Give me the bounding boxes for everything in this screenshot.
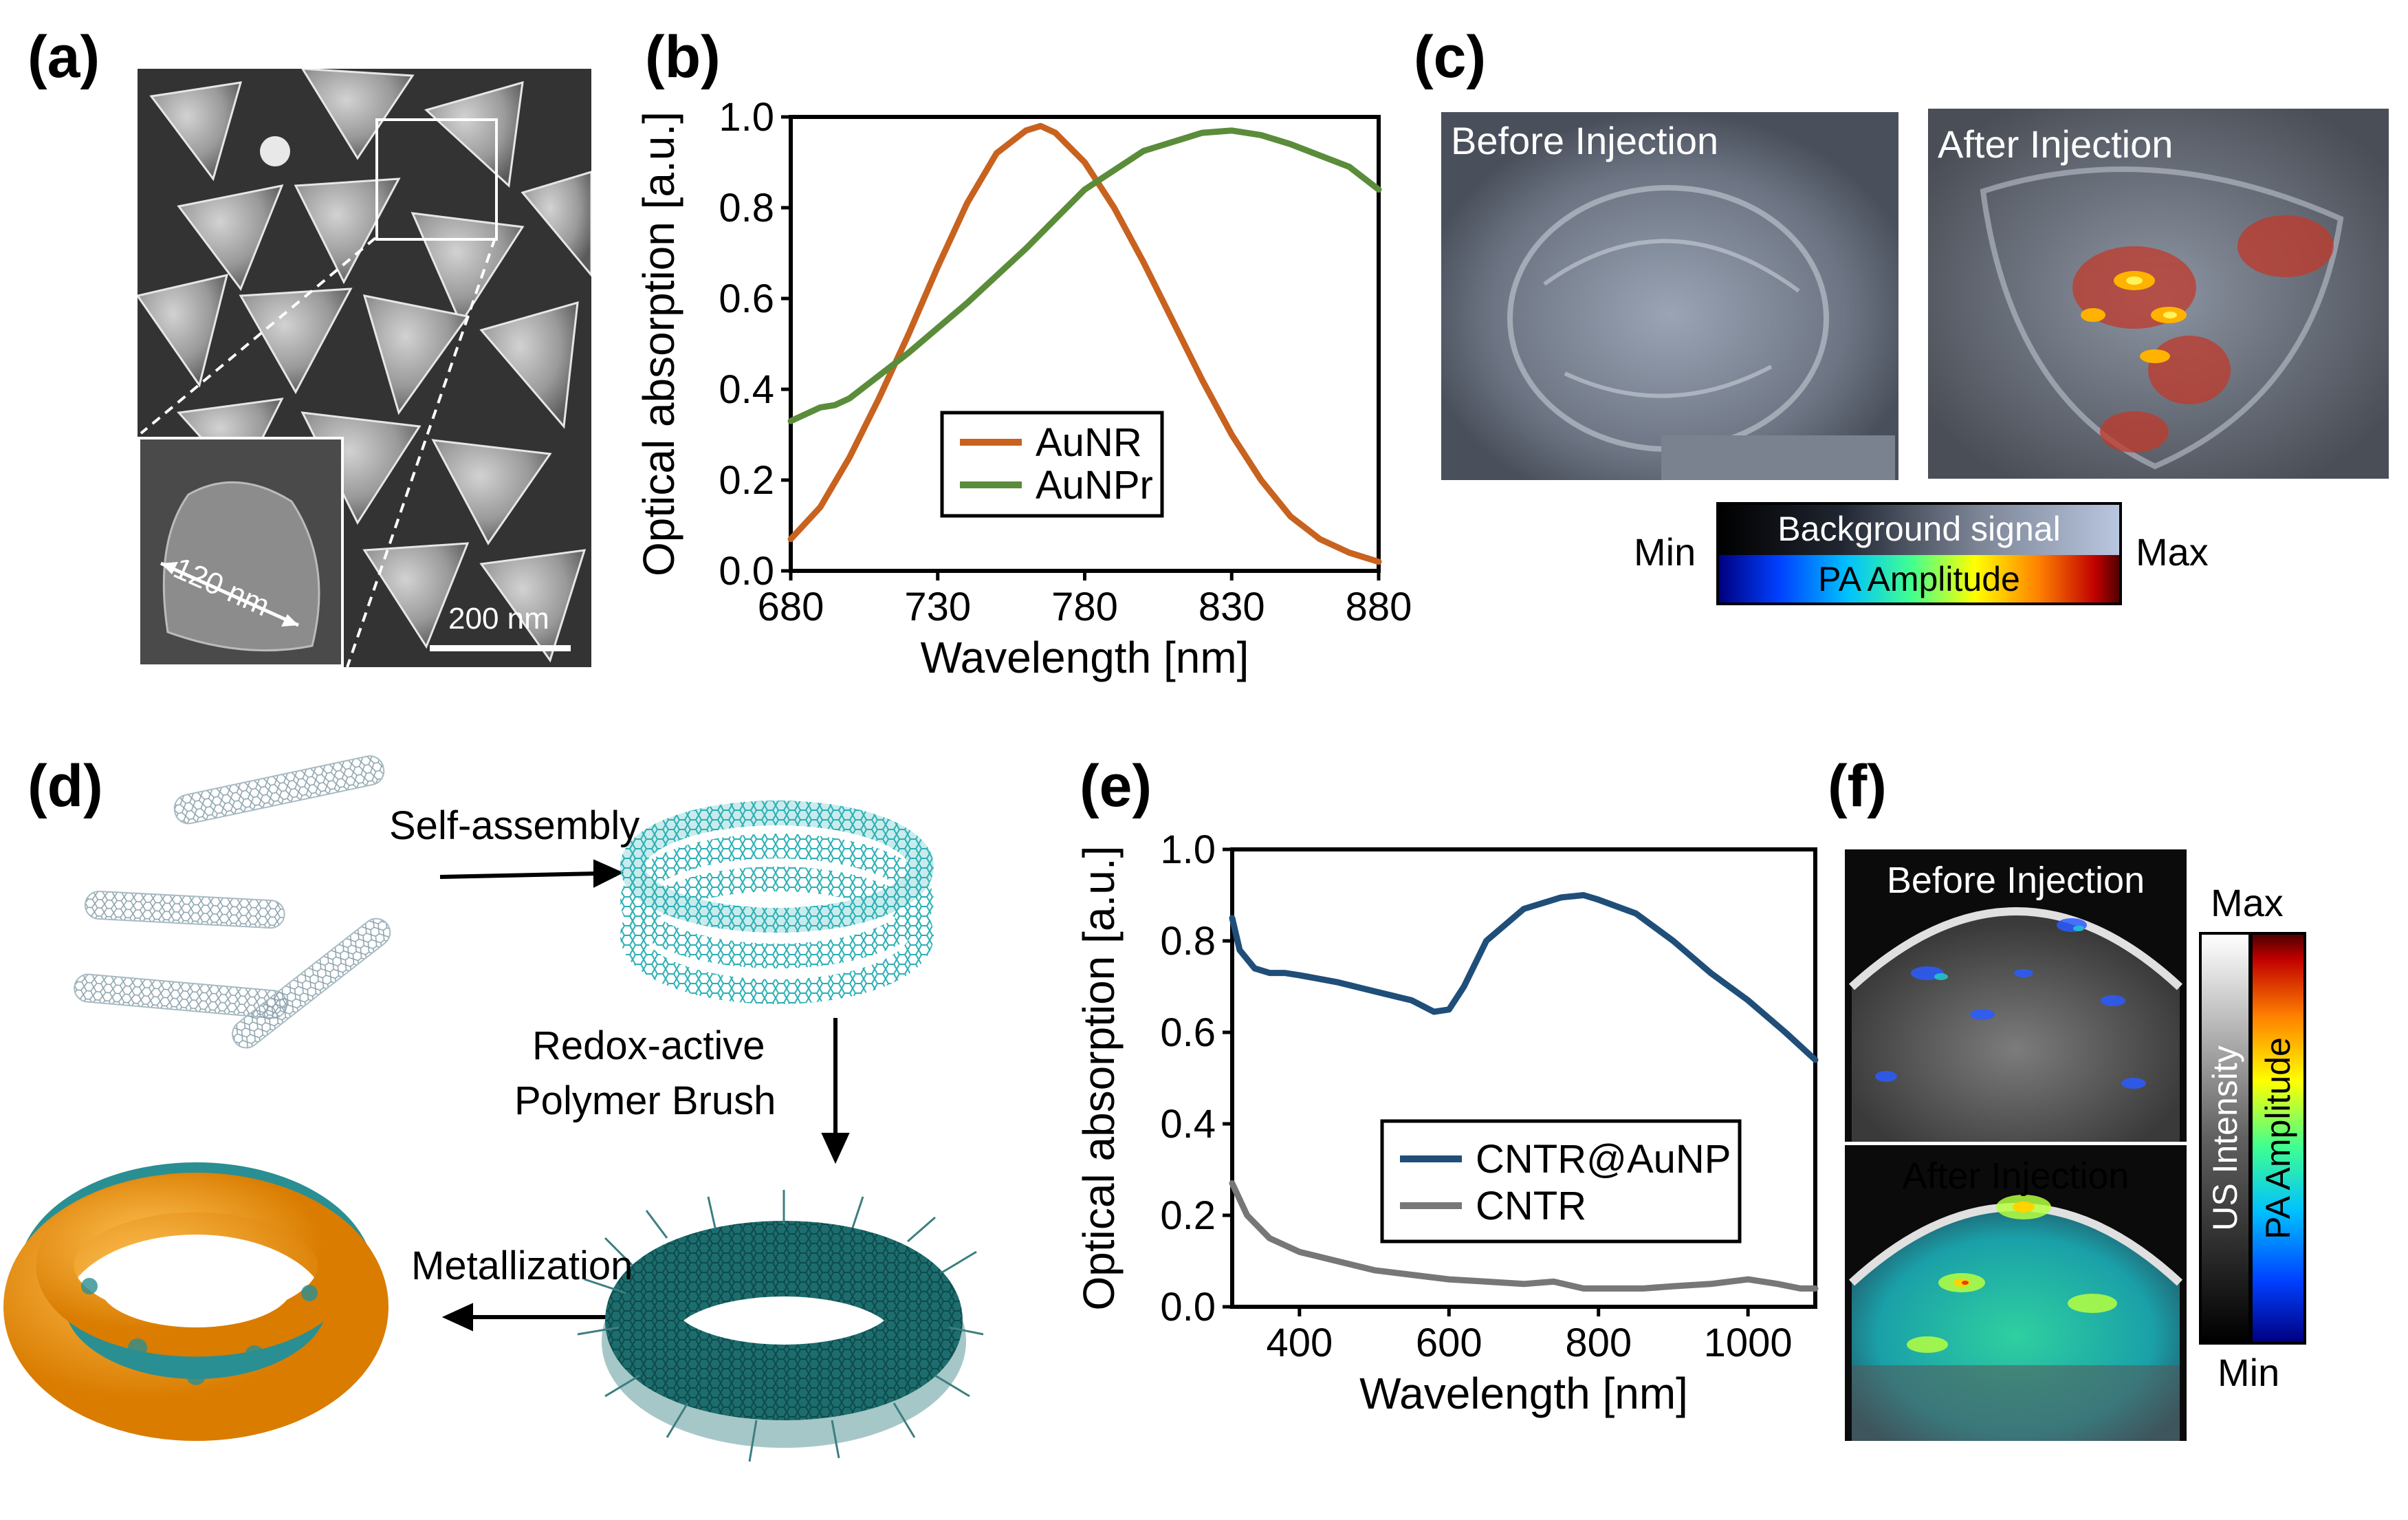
y-tick-label: 0.4	[719, 367, 774, 412]
cb-pa-label: PA Amplitude	[1818, 560, 2020, 598]
panel-label-f: (f)	[1828, 753, 1887, 819]
panel-label-a: (a)	[28, 24, 100, 90]
zoom-box	[375, 118, 498, 241]
panel-label-c: (c)	[1414, 24, 1487, 90]
us-after-texture	[1848, 1195, 2183, 1441]
c-after-label: After Injection	[1938, 122, 2174, 166]
pa-image-before: Before Injection	[1441, 112, 1898, 480]
x-tick-label: 400	[1266, 1321, 1333, 1365]
plot-frame	[1230, 847, 1817, 1309]
nanotubes	[74, 755, 391, 1049]
series-line-cntr-aunp	[1229, 892, 1819, 1063]
d-step3-label: Metallization	[411, 1244, 633, 1288]
y-tick-label: 1.0	[1160, 827, 1216, 872]
panel-label-d: (d)	[28, 753, 103, 819]
colorbar-pa	[1719, 555, 2119, 602]
x-axis-label: Wavelength [nm]	[1359, 1369, 1688, 1418]
zoom-lines	[140, 237, 496, 667]
y-tick-label: 0.4	[1160, 1102, 1216, 1147]
series-line-cntr	[1229, 1180, 1819, 1292]
y-tick-label: 0.6	[719, 276, 774, 321]
pa-before-texture	[1441, 112, 1898, 480]
y-tick-label: 0.8	[1160, 919, 1216, 964]
legend-label: CNTR	[1476, 1184, 1586, 1228]
polymer-brush-ring	[577, 1190, 984, 1462]
scale-bar-label: 200 nm	[448, 602, 549, 636]
d-step2-line1: Redox-active	[532, 1023, 765, 1068]
x-tick-label: 1000	[1704, 1321, 1793, 1365]
pa-image-after: After Injection	[1928, 109, 2389, 479]
scale-bar	[430, 645, 571, 651]
y-tick-label: 0.8	[719, 186, 774, 230]
chart-e: 400 600 800 1000 0.0 0.2 0.4 0.6 0.8 1.0Wavelengt…	[1074, 827, 1819, 1418]
nanotube-ring	[620, 801, 934, 1004]
cb-us-label: US Intensity	[2206, 1045, 2244, 1231]
legend-label: AuNPr	[1036, 463, 1153, 508]
c-min-label: Min	[1634, 530, 1696, 574]
us-before-texture	[1848, 907, 2183, 1142]
c-max-label: Max	[2136, 530, 2209, 574]
x-axis-label: Wavelength [nm]	[921, 633, 1249, 682]
legend-label: AuNR	[1036, 420, 1142, 465]
colorbar-pa-f	[2250, 932, 2306, 1345]
chart-b: 680 730 780 830 880 0.0 0.2 0.4 0.6 0.8 1.0Wavelen…	[634, 95, 1412, 682]
f-before-label: Before Injection	[1886, 860, 2145, 901]
legend-label: CNTR@AuNP	[1476, 1137, 1731, 1182]
x-tick-label: 880	[1346, 585, 1412, 629]
f-after-label: After Injection	[1902, 1155, 2130, 1197]
cb-background-label: Background signal	[1777, 510, 2061, 548]
panel-label-e: (e)	[1080, 753, 1152, 819]
f-min-label: Min	[2218, 1351, 2280, 1394]
us-image-before: Before Injection	[1845, 849, 2187, 1142]
us-image-after: After Injection	[1845, 1145, 2187, 1441]
cb-pa-f-label: PA Amplitude	[2259, 1037, 2297, 1239]
d-step2-line2: Polymer Brush	[514, 1078, 776, 1123]
pa-after-texture	[1928, 109, 2389, 479]
colorbar-c: Background signal PA Amplitude	[1716, 502, 2122, 605]
x-tick-label: 800	[1565, 1321, 1632, 1365]
x-tick-label: 780	[1051, 585, 1118, 629]
colorbar-background	[1719, 505, 2119, 555]
f-max-label: Max	[2211, 881, 2284, 924]
y-tick-label: 0.0	[719, 549, 774, 594]
metallized-ring	[3, 1162, 388, 1441]
y-tick-label: 0.0	[1160, 1285, 1216, 1329]
x-tick-label: 680	[758, 585, 824, 629]
y-tick-label: 0.2	[719, 458, 774, 503]
inset-particle	[160, 481, 320, 652]
d-step1-label: Self-assembly	[389, 803, 640, 848]
x-tick-label: 830	[1198, 585, 1265, 629]
x-tick-label: 730	[904, 585, 971, 629]
schematic-d	[3, 755, 984, 1462]
panel-label-b: (b)	[645, 24, 721, 90]
y-axis-label: Optical absorption [a.u.]	[634, 111, 683, 576]
x-tick-label: 600	[1416, 1321, 1482, 1365]
y-tick-label: 0.6	[1160, 1010, 1216, 1055]
y-tick-label: 0.2	[1160, 1193, 1216, 1238]
sem-inset: 120 nm	[138, 437, 344, 667]
y-tick-label: 1.0	[719, 95, 774, 140]
sem-image: 120 nm 200 nm	[138, 69, 591, 667]
legend-box	[1380, 1119, 1742, 1244]
legend-box	[940, 411, 1164, 518]
c-before-label: Before Injection	[1451, 119, 1719, 162]
series-line-aunpr	[787, 127, 1382, 424]
y-axis-label: Optical absorption [a.u.]	[1074, 846, 1124, 1311]
